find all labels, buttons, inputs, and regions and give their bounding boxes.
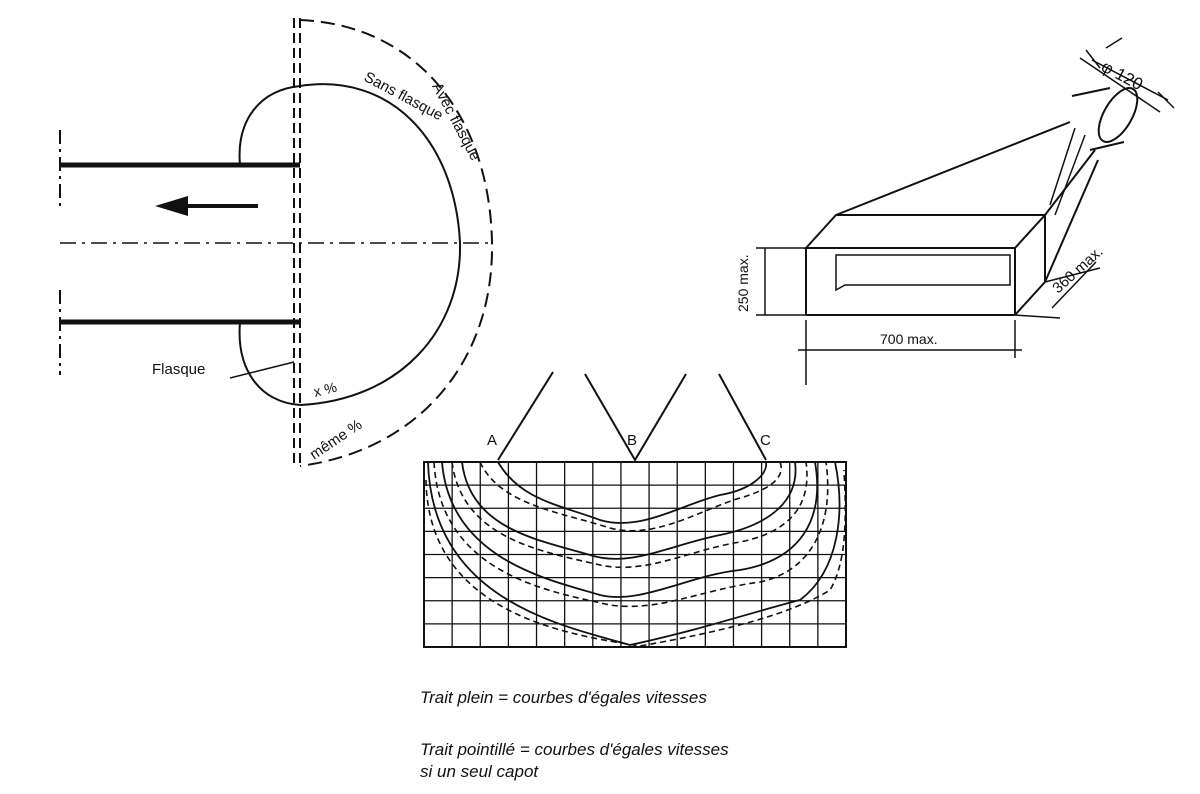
hood-diagram [59,18,494,467]
label-flasque: Flasque [152,361,205,378]
curve-avec-flasque [299,19,494,467]
flange-stub-top [238,85,301,166]
velocity-curve-dashed-4 [425,469,847,647]
dim-dia-tick2 [1157,91,1175,109]
dim-dia-ext2 [1105,37,1123,49]
taper-mid2 [1054,134,1086,216]
velocity-curve-dashed-1 [479,461,782,532]
hood-a [497,371,554,461]
label-b: B [627,432,637,449]
dim-d-line [1051,261,1097,309]
velocity-curve-dashed-2 [451,461,808,569]
velocity-curve-4 [427,461,841,646]
dim-dia-line [1091,59,1169,101]
nozzle-side-bottom [1014,281,1046,316]
flange-stub-bottom [238,321,301,406]
dim-dia-ext1 [1079,57,1161,113]
taper-mid [1049,127,1076,206]
label-a: A [487,432,497,449]
nozzle-diagram [756,37,1175,385]
legend-line-1: Trait plein = courbes d'égales vitesses [420,688,707,707]
taper-bottom [1044,159,1099,283]
grid-labels: A B C [487,432,771,449]
velocity-curve-3 [441,461,819,598]
hood-c [718,373,767,461]
velocity-curve-1 [497,461,767,524]
dim-dia-tick1 [1085,49,1101,69]
label-width: 700 max. [880,331,938,347]
nozzle-labels: φ 120 250 max. 360 max. 700 max. [735,57,1146,347]
label-height: 250 max. [735,254,751,312]
dim-d-ext1 [1014,314,1061,319]
spigot-end [1097,87,1139,143]
grid-diagram [423,371,847,648]
spigot-bottom [1089,141,1125,151]
curve-sans-flasque [299,83,462,406]
flow-arrow-head [155,196,188,216]
spigot-top [1071,87,1111,97]
legend-line-2: Trait pointillé = courbes d'égales vites… [420,740,729,759]
dim-d-ext2 [1044,267,1101,283]
taper-top [835,121,1071,216]
velocity-curve-dashed-3 [433,461,829,608]
nozzle-inner-face [835,254,1011,292]
flasque-leader [229,361,295,379]
label-x-percent: x % [312,379,339,400]
nozzle-front-face [803,214,1048,249]
hood-b [584,373,687,462]
legend-line-3: si un seul capot [420,762,539,781]
taper-back [1044,149,1096,216]
label-meme-percent: même % [307,416,366,463]
label-c: C [760,432,771,449]
velocity-curve-2 [461,461,797,560]
